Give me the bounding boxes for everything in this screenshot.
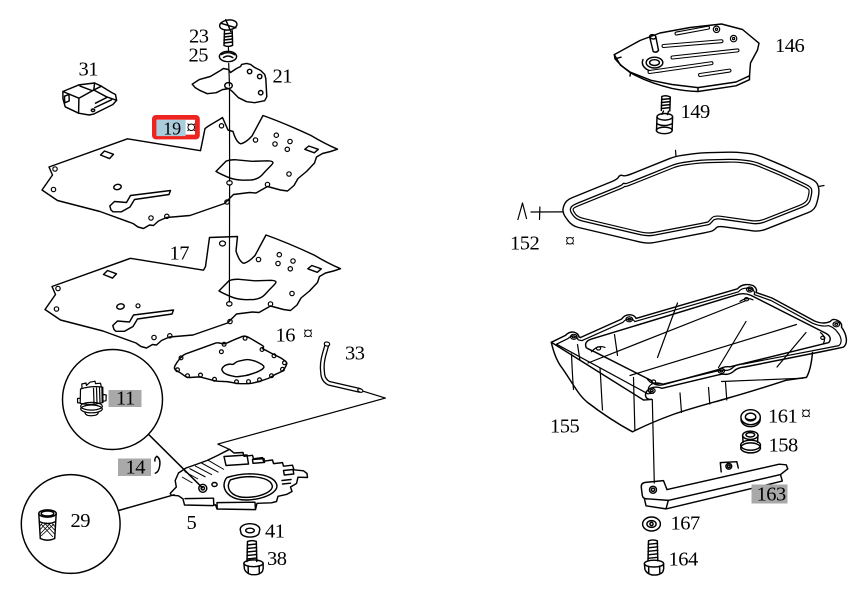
svg-text:146: 146 bbox=[775, 35, 805, 57]
svg-text:33: 33 bbox=[345, 343, 365, 365]
svg-text:164: 164 bbox=[669, 549, 699, 571]
svg-text:19: 19 bbox=[163, 118, 181, 138]
svg-text:¤: ¤ bbox=[186, 117, 196, 139]
svg-text:11: 11 bbox=[116, 388, 135, 410]
svg-text:23: 23 bbox=[189, 26, 209, 48]
svg-text:149: 149 bbox=[681, 101, 711, 123]
svg-text:¤: ¤ bbox=[303, 323, 313, 345]
svg-text:14: 14 bbox=[126, 457, 146, 479]
svg-text:38: 38 bbox=[267, 548, 287, 570]
svg-text:41: 41 bbox=[265, 521, 285, 543]
svg-text:21: 21 bbox=[273, 66, 293, 88]
svg-text:¤: ¤ bbox=[565, 231, 575, 253]
svg-text:16: 16 bbox=[276, 325, 296, 347]
svg-text:31: 31 bbox=[79, 59, 99, 81]
svg-text:155: 155 bbox=[550, 416, 580, 438]
svg-text:25: 25 bbox=[189, 45, 209, 67]
svg-text:29: 29 bbox=[71, 510, 91, 532]
svg-text:163: 163 bbox=[757, 484, 787, 506]
svg-text:17: 17 bbox=[170, 243, 190, 265]
svg-text:161: 161 bbox=[768, 406, 798, 428]
svg-text:167: 167 bbox=[671, 513, 701, 535]
svg-text:152: 152 bbox=[510, 233, 540, 255]
svg-text:5: 5 bbox=[187, 512, 197, 534]
svg-text:158: 158 bbox=[769, 435, 799, 457]
svg-text:¤: ¤ bbox=[801, 403, 811, 425]
